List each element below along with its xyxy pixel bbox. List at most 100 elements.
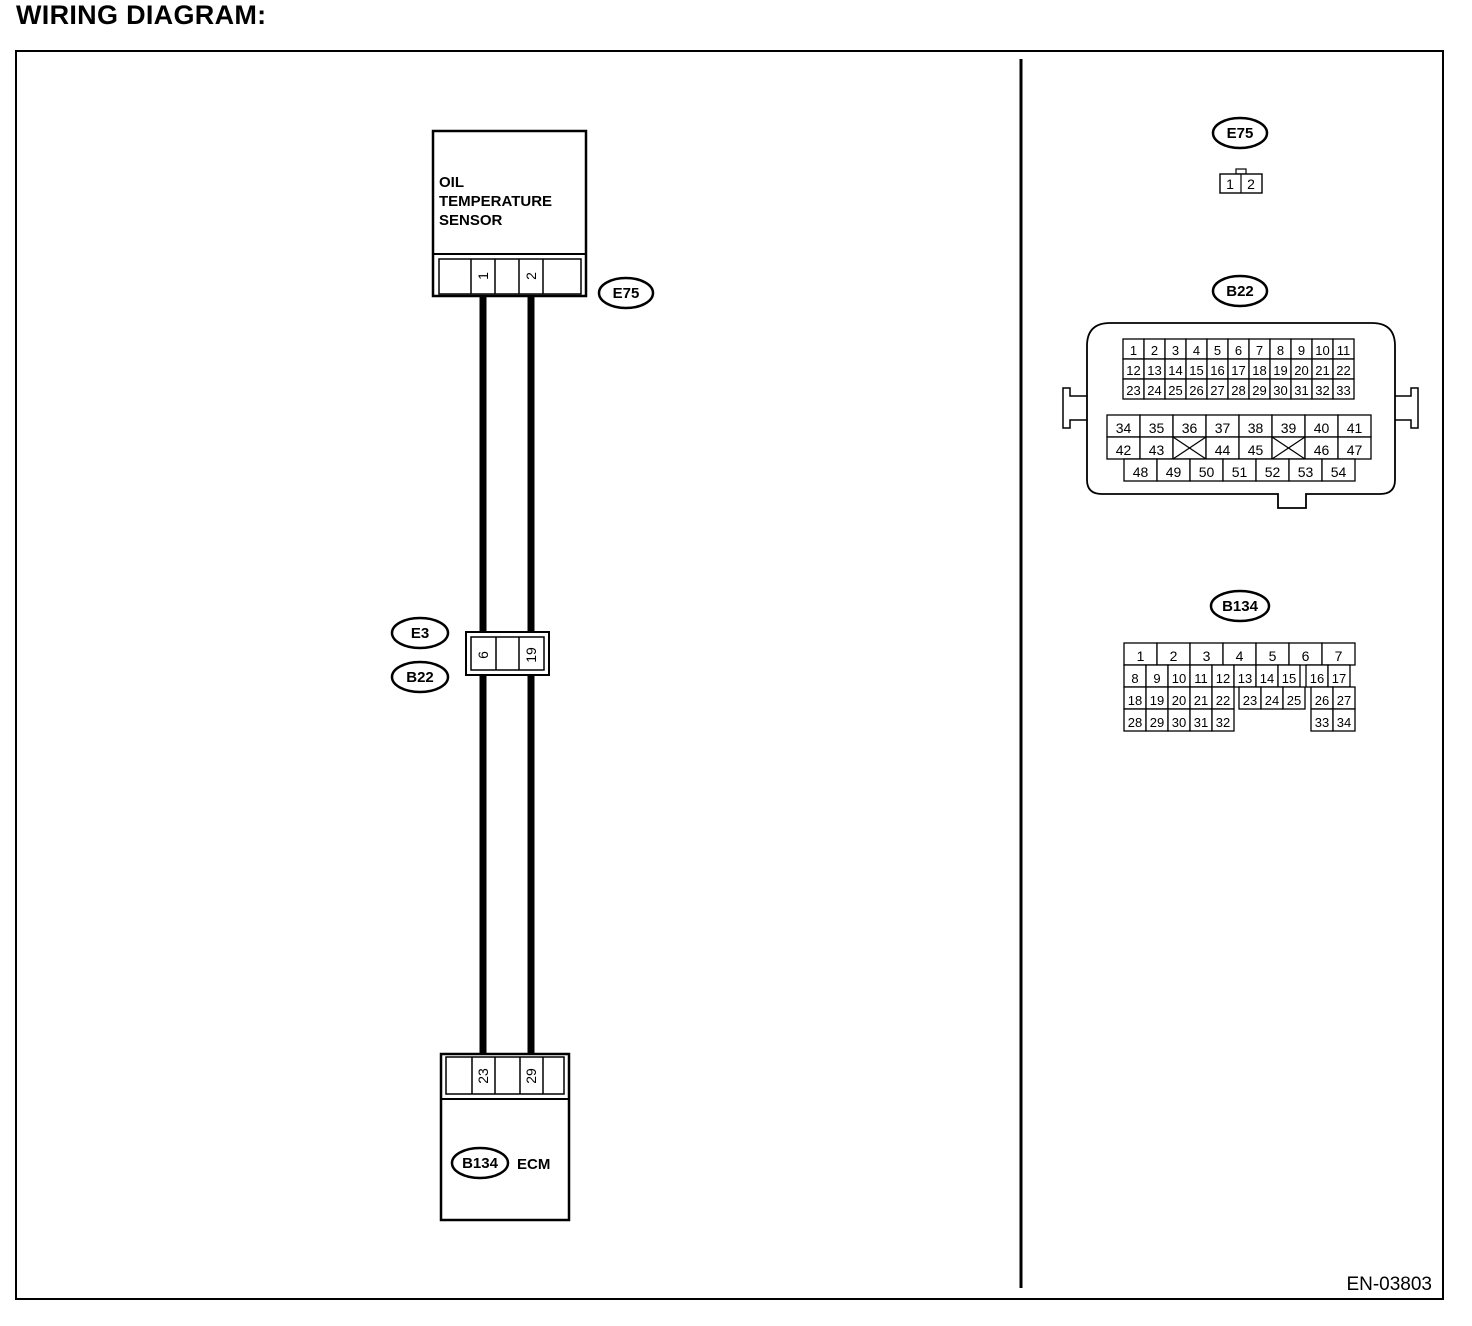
joint-pin-19: 19 xyxy=(523,647,539,663)
b22-pin-label: 22 xyxy=(1336,363,1350,378)
b22-pin-label: 37 xyxy=(1215,420,1231,436)
b22-pin-label: 17 xyxy=(1231,363,1245,378)
b134-pin-label: 17 xyxy=(1332,671,1346,686)
b22-pin-label: 11 xyxy=(1337,343,1351,358)
b22-pin-label: 30 xyxy=(1273,383,1287,398)
sensor-pin-2: 2 xyxy=(523,272,539,280)
b134-pin-label: 30 xyxy=(1172,715,1186,730)
b22-pin-label: 6 xyxy=(1235,343,1242,358)
b22-pin-label: 39 xyxy=(1281,420,1297,436)
b134-pin-label: 14 xyxy=(1260,671,1274,686)
b134-pin-label: 27 xyxy=(1337,693,1351,708)
b134-pin-label: 16 xyxy=(1310,671,1324,686)
b22-pin-label: 18 xyxy=(1252,363,1266,378)
b22-pin-label: 23 xyxy=(1126,383,1140,398)
b22-pin-label: 49 xyxy=(1166,464,1182,480)
joint-connector: 6 19 xyxy=(465,631,550,676)
b22-pin-label: 50 xyxy=(1199,464,1215,480)
b22-pin-label: 24 xyxy=(1147,383,1161,398)
ecm-pin-29: 29 xyxy=(523,1068,539,1084)
joint-connector-tag-e3: E3 xyxy=(390,616,450,650)
b134-pin-label: 1 xyxy=(1137,648,1145,664)
page-heading: WIRING DIAGRAM: xyxy=(16,0,267,30)
b134-cell xyxy=(1282,686,1306,710)
joint-pin-6: 6 xyxy=(475,651,491,659)
b22-pin-label: 16 xyxy=(1210,363,1224,378)
b22-cell xyxy=(1321,458,1356,482)
b22-pin-label: 9 xyxy=(1298,343,1305,358)
b134-pin-label: 23 xyxy=(1243,693,1257,708)
b22-pin-label: 44 xyxy=(1215,442,1231,458)
b22-pin-label: 40 xyxy=(1314,420,1330,436)
b22-pin-label: 35 xyxy=(1149,420,1165,436)
b22-pin-label: 53 xyxy=(1298,464,1314,480)
b134-pin-label: 24 xyxy=(1265,693,1279,708)
b22-pin-label: 32 xyxy=(1315,383,1329,398)
b22-pin-label: 51 xyxy=(1232,464,1248,480)
figure-id: EN-03803 xyxy=(1346,1274,1432,1295)
b22-pin-label: 54 xyxy=(1331,464,1347,480)
ecm-unit: 23 29 B134 ECM xyxy=(439,1052,571,1222)
ecm-connector-tag xyxy=(450,1146,510,1180)
b22-pin-label: 48 xyxy=(1133,464,1149,480)
b22-pin-label: 45 xyxy=(1248,442,1264,458)
b22-pin-label: 41 xyxy=(1347,420,1363,436)
b22-pin-label: 10 xyxy=(1315,343,1329,358)
joint-connector-a-id: E3 xyxy=(411,625,429,642)
connector-view-e75: E75 1 2 xyxy=(1211,116,1269,194)
b134-cell xyxy=(1332,708,1356,732)
sensor-label-line2: TEMPERATURE xyxy=(439,193,552,210)
b134-pin-label: 7 xyxy=(1335,648,1343,664)
b134-pin-label: 15 xyxy=(1282,671,1296,686)
b22-pin-label: 25 xyxy=(1168,383,1182,398)
b134-pin-label: 22 xyxy=(1216,693,1230,708)
b22-pin-label: 43 xyxy=(1149,442,1165,458)
b134-pin-label: 10 xyxy=(1172,671,1186,686)
b22-pin-label: 31 xyxy=(1294,383,1308,398)
b134-pin-label: 2 xyxy=(1170,648,1178,664)
b134-view-id: B134 xyxy=(1222,598,1259,615)
b22-pin-label: 5 xyxy=(1214,343,1221,358)
b22-pin-label: 38 xyxy=(1248,420,1264,436)
sensor-pin-1: 1 xyxy=(475,272,491,280)
diagram-frame xyxy=(15,50,1444,1300)
harness-wires xyxy=(479,296,535,1056)
b22-view-id: B22 xyxy=(1226,283,1254,300)
b134-pin-label: 21 xyxy=(1194,693,1208,708)
b22-pin-label: 2 xyxy=(1151,343,1158,358)
b22-pin-label: 47 xyxy=(1347,442,1363,458)
b22-pin-label: 28 xyxy=(1231,383,1245,398)
b134-pin-label: 28 xyxy=(1128,715,1142,730)
sensor-label-line3: SENSOR xyxy=(439,212,503,229)
b134-pin-label: 32 xyxy=(1216,715,1230,730)
joint-connector-b-id: B22 xyxy=(406,669,434,686)
b22-pin-label: 33 xyxy=(1336,383,1350,398)
sensor-connector-id: E75 xyxy=(613,285,640,302)
b22-pin-label: 20 xyxy=(1294,363,1308,378)
b134-pin-label: 3 xyxy=(1203,648,1211,664)
b134-pin-label: 12 xyxy=(1216,671,1230,686)
b134-pin-label: 11 xyxy=(1194,671,1208,686)
b134-pin-label: 5 xyxy=(1269,648,1277,664)
b22-cell xyxy=(1332,378,1355,400)
b22-pin-label: 26 xyxy=(1189,383,1203,398)
b22-pin-label: 46 xyxy=(1314,442,1330,458)
ecm-pin-23: 23 xyxy=(475,1068,491,1084)
b22-pin-label: 29 xyxy=(1252,383,1266,398)
ecm-label: ECM xyxy=(517,1156,550,1173)
b22-pin-label: 3 xyxy=(1172,343,1179,358)
b134-pin-label: 4 xyxy=(1236,648,1244,664)
b134-pin-label: 19 xyxy=(1150,693,1164,708)
b22-pin-label: 34 xyxy=(1116,420,1132,436)
oil-temperature-sensor: OIL TEMPERATURE SENSOR 1 2 xyxy=(431,129,588,298)
b134-pin-label: 33 xyxy=(1315,715,1329,730)
b134-cell xyxy=(1211,708,1235,732)
b134-pin-label: 13 xyxy=(1238,671,1252,686)
b22-pin-label: 19 xyxy=(1273,363,1287,378)
b22-pin-label: 14 xyxy=(1168,363,1182,378)
b22-pin-label: 12 xyxy=(1126,363,1140,378)
sensor-connector-tag: E75 xyxy=(597,276,655,310)
